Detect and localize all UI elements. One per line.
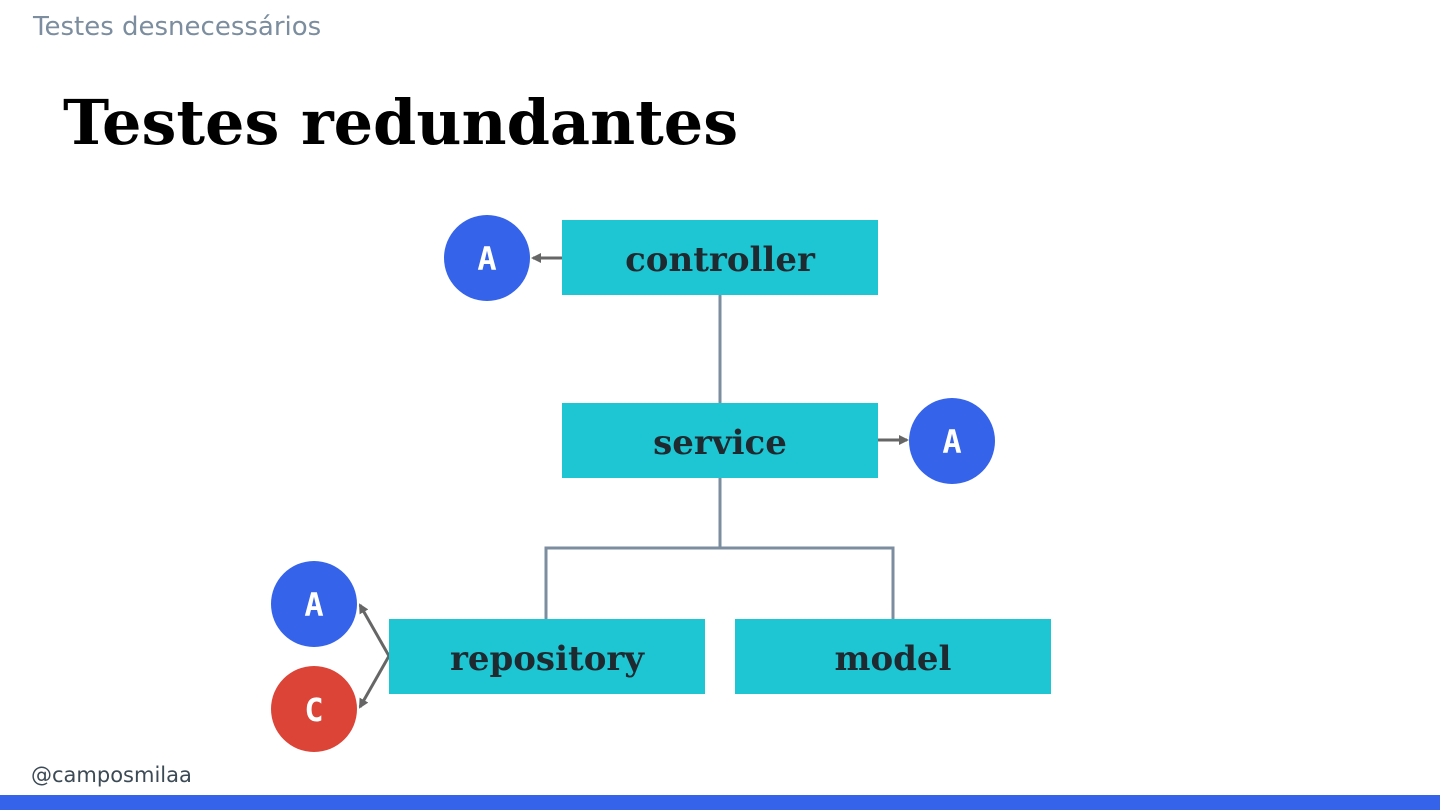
slide-title: Testes redundantes (63, 86, 739, 159)
node-repository-label: repository (450, 639, 645, 679)
badge-repository-top-label: A (304, 586, 323, 624)
arrow-repository-to-badge-c (358, 655, 391, 709)
node-service: service (562, 403, 878, 478)
section-label: Testes desnecessários (33, 12, 322, 42)
badge-repository-bottom: C (271, 666, 357, 752)
connector-branch-children (544, 546, 895, 619)
badge-service-label: A (942, 423, 961, 461)
arrow-repository-to-badge-a (358, 603, 391, 657)
node-service-label: service (653, 423, 787, 463)
badge-repository-top: A (271, 561, 357, 647)
node-model-label: model (835, 639, 952, 679)
badge-service: A (909, 398, 995, 484)
badge-controller-label: A (477, 240, 496, 278)
badge-controller: A (444, 215, 530, 301)
node-controller: controller (562, 220, 878, 295)
footer-handle: @camposmilaa (31, 763, 192, 787)
node-repository: repository (389, 619, 705, 694)
footer-bar (0, 795, 1440, 810)
node-controller-label: controller (625, 240, 816, 280)
badge-repository-bottom-label: C (304, 691, 323, 729)
node-model: model (735, 619, 1051, 694)
